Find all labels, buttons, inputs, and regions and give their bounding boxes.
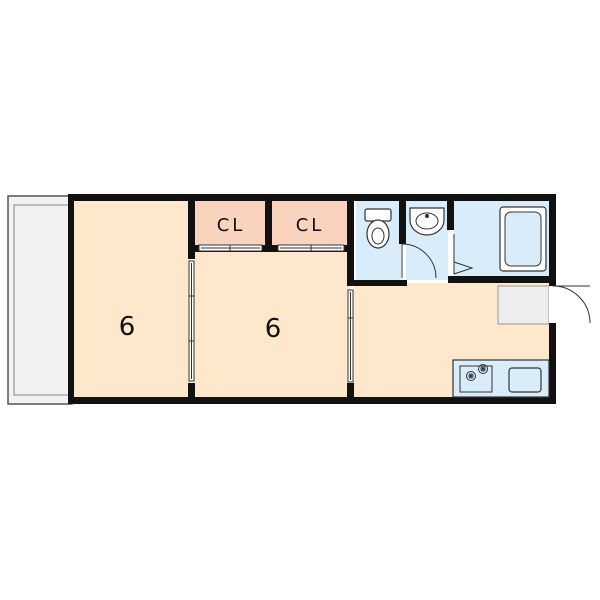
- room-middle-floor: [194, 251, 350, 400]
- bathtub-icon: [499, 206, 547, 272]
- door-swing-icon: [448, 232, 474, 276]
- room-west-label: 6: [119, 312, 136, 342]
- balcony: [7, 195, 73, 405]
- walls: [68, 194, 556, 404]
- wash-basin-icon: [409, 207, 445, 236]
- toilet-icon: [364, 208, 392, 249]
- gas-stove-icon: [459, 364, 493, 393]
- door-swing-icon: [549, 285, 591, 324]
- sliding-door-icon: [347, 289, 354, 383]
- room-middle-label: 6: [265, 314, 282, 344]
- closet-2-label: CL: [296, 215, 325, 236]
- sliding-door-icon: [188, 260, 195, 382]
- closet-doors: [198, 244, 345, 252]
- sink-icon: [508, 367, 542, 393]
- entry-floor: [497, 285, 550, 325]
- door-swing-icon: [401, 243, 437, 279]
- closet-1-floor: [194, 200, 268, 246]
- closet-2-floor: [272, 200, 350, 246]
- closet-1-label: CL: [217, 215, 246, 236]
- room-west-floor: [72, 200, 191, 400]
